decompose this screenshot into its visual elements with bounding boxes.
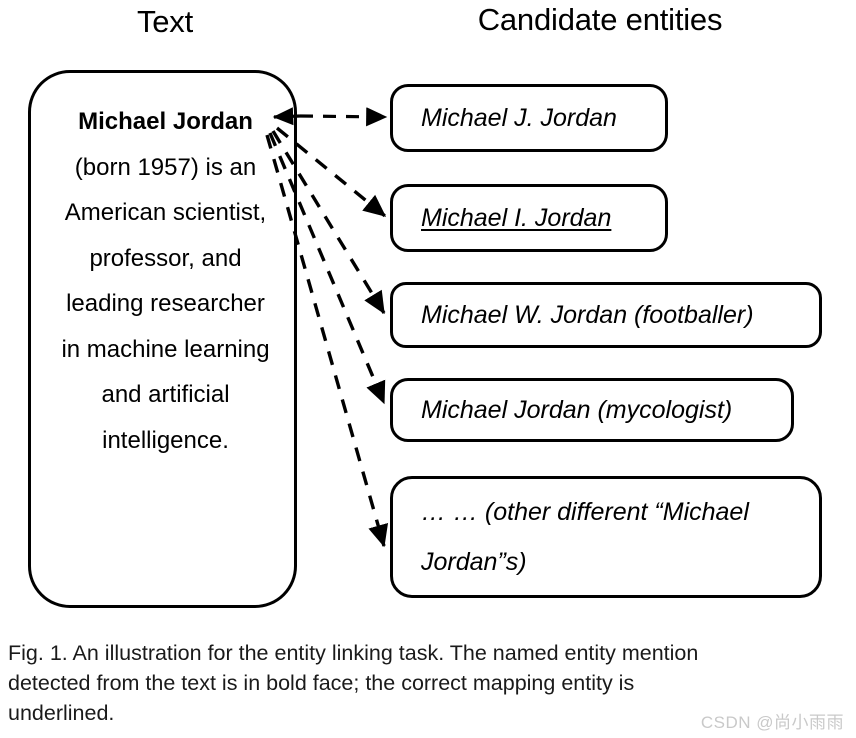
caption-line-2: detected from the text is in bold face; …: [8, 671, 635, 695]
caption-line-1: Fig. 1. An illustration for the entity l…: [8, 641, 699, 665]
watermark-text: CSDN @尚小雨雨: [700, 713, 844, 732]
text-passage: Michael Jordan (born 1957) is an America…: [61, 99, 270, 463]
figure-caption: Fig. 1. An illustration for the entity l…: [8, 638, 848, 728]
candidate-entity-box-1[interactable]: Michael J. Jordan: [390, 84, 668, 152]
candidate-entity-label: Michael Jordan (mycologist): [421, 396, 733, 424]
column-heading-text: Text: [136, 4, 194, 39]
candidate-entity-label-correct: Michael I. Jordan: [421, 204, 612, 232]
text-passage-box: Michael Jordan (born 1957) is an America…: [28, 70, 297, 608]
candidate-entity-label: Michael W. Jordan (footballer): [421, 301, 754, 329]
candidate-entity-box-3[interactable]: Michael W. Jordan (footballer): [390, 282, 822, 348]
candidate-entity-label: … … (other different “Michael Jordan”s): [421, 498, 749, 576]
column-heading-candidate-entities: Candidate entities: [477, 2, 723, 37]
candidate-entity-box-4[interactable]: Michael Jordan (mycologist): [390, 378, 794, 442]
candidate-entity-box-5[interactable]: … … (other different “Michael Jordan”s): [390, 476, 822, 598]
caption-line-3: underlined.: [8, 701, 115, 725]
arrow-to-candidate-1: [299, 107, 388, 127]
candidate-entity-label: Michael J. Jordan: [421, 104, 617, 132]
passage-remainder: (born 1957) is an American scientist, pr…: [61, 153, 270, 454]
candidate-entity-box-2-correct[interactable]: Michael I. Jordan: [390, 184, 668, 252]
named-entity-mention: Michael Jordan: [78, 108, 253, 135]
